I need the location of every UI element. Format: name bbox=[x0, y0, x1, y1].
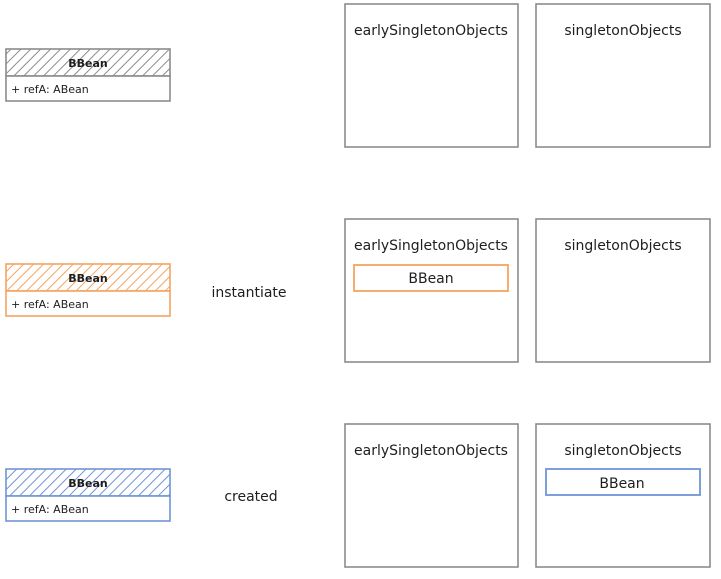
box-frame bbox=[344, 3, 519, 148]
class-card-bbean: BBean + refA: ABean bbox=[5, 263, 171, 317]
early-singleton-objects-box: earlySingletonObjects bbox=[344, 423, 519, 568]
class-card-header bbox=[5, 263, 171, 292]
class-name: BBean bbox=[68, 57, 107, 70]
row-1: BBean + refA: ABean instantiate earlySin… bbox=[5, 218, 711, 363]
class-field: + refA: ABean bbox=[11, 298, 89, 311]
row-2: BBean + refA: ABean created earlySinglet… bbox=[5, 423, 711, 568]
action-label-created: created bbox=[224, 489, 277, 505]
row-0: BBean + refA: ABean earlySingletonObject… bbox=[5, 3, 711, 148]
class-field: + refA: ABean bbox=[11, 83, 89, 96]
class-card-body bbox=[5, 495, 171, 522]
box-title: earlySingletonObjects bbox=[354, 238, 508, 254]
box-frame bbox=[535, 218, 711, 363]
class-field: + refA: ABean bbox=[11, 503, 89, 516]
box-frame bbox=[344, 423, 519, 568]
early-singleton-objects-box: earlySingletonObjects BBean bbox=[344, 218, 519, 363]
bbean-entry bbox=[545, 468, 701, 496]
class-card-bbean: BBean + refA: ABean bbox=[5, 468, 171, 522]
box-title: singletonObjects bbox=[564, 443, 681, 459]
box-frame bbox=[344, 218, 519, 363]
box-frame bbox=[535, 423, 711, 568]
box-title: singletonObjects bbox=[564, 23, 681, 39]
singleton-objects-box: singletonObjects bbox=[535, 3, 711, 148]
class-card-header bbox=[5, 468, 171, 497]
singleton-objects-box: singletonObjects bbox=[535, 218, 711, 363]
box-title: earlySingletonObjects bbox=[354, 443, 508, 459]
bbean-entry-label: BBean bbox=[599, 476, 644, 492]
action-label-instantiate: instantiate bbox=[211, 285, 286, 301]
class-card-bbean: BBean + refA: ABean bbox=[5, 48, 171, 102]
bbean-entry-label: BBean bbox=[408, 271, 453, 287]
class-name: BBean bbox=[68, 477, 107, 490]
class-card-body bbox=[5, 290, 171, 317]
class-card-body bbox=[5, 75, 171, 102]
class-name: BBean bbox=[68, 272, 107, 285]
class-card-header bbox=[5, 48, 171, 77]
singleton-objects-box: singletonObjects BBean bbox=[535, 423, 711, 568]
box-title: earlySingletonObjects bbox=[354, 23, 508, 39]
box-frame bbox=[535, 3, 711, 148]
bbean-entry bbox=[353, 264, 509, 292]
early-singleton-objects-box: earlySingletonObjects bbox=[344, 3, 519, 148]
box-title: singletonObjects bbox=[564, 238, 681, 254]
